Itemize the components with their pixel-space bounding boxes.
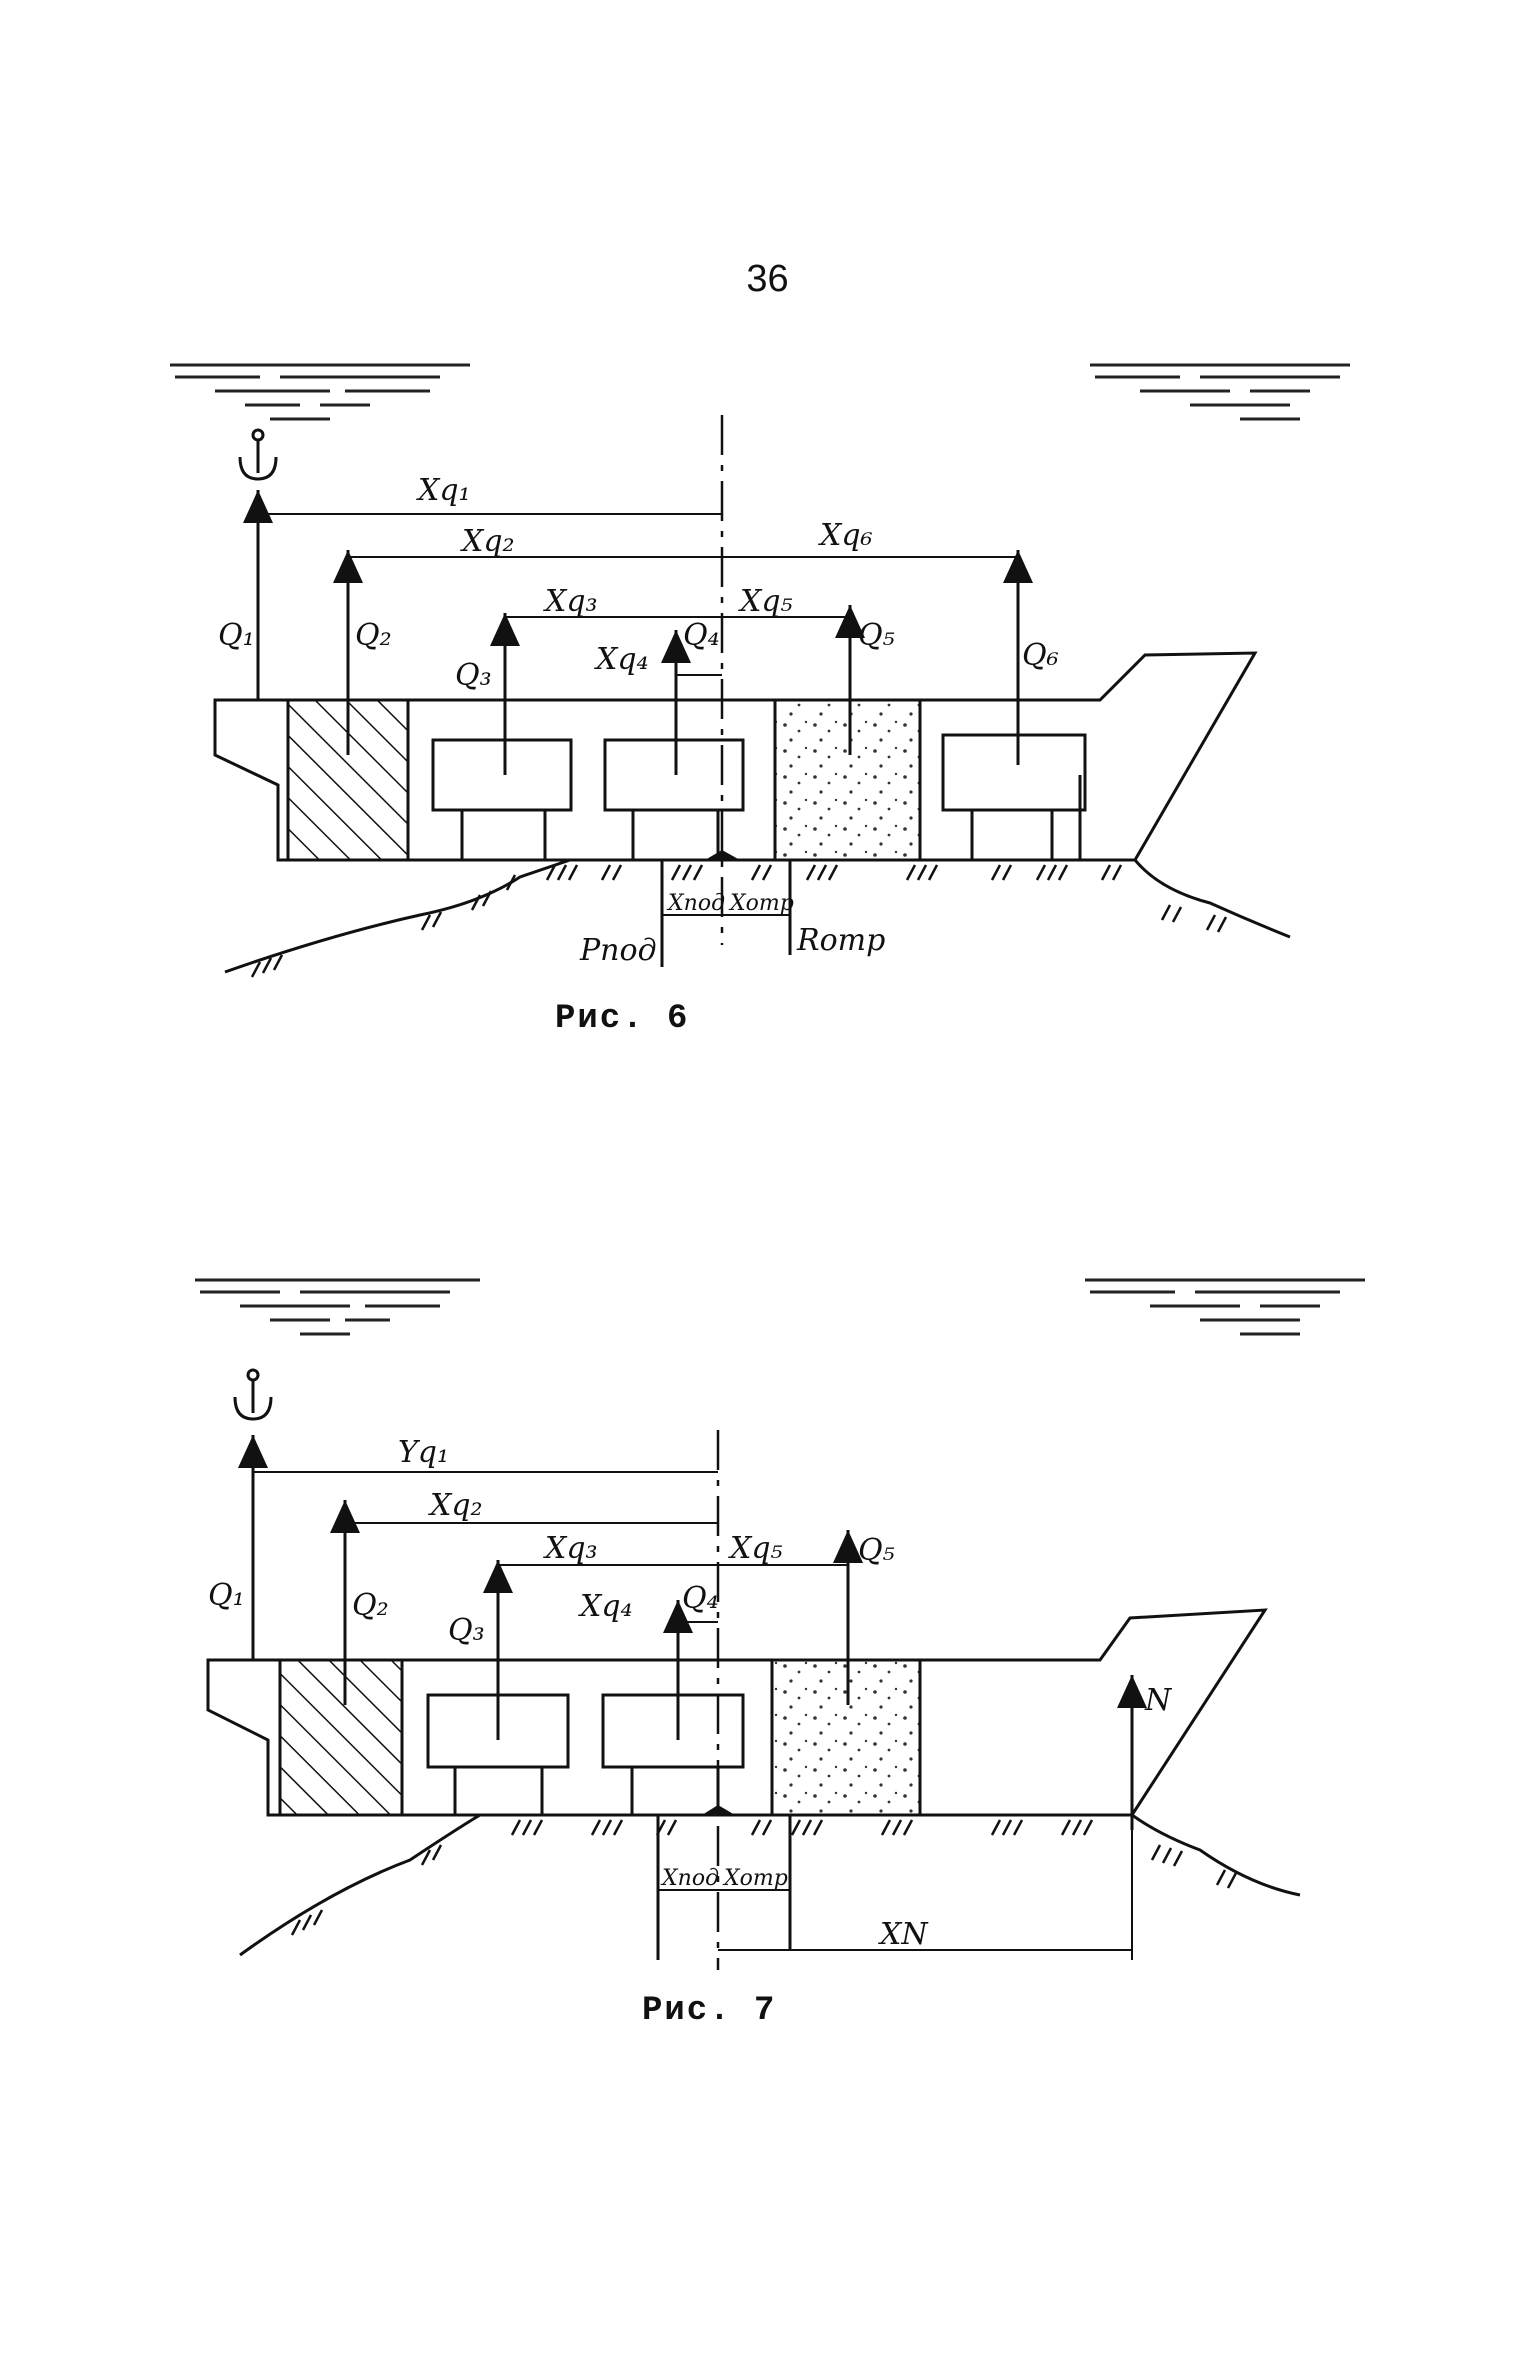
pivot-mark xyxy=(705,850,740,860)
figure-7-diagram: Yq₁ Xq₂ Xq₃ Xq₅ Xq₄ Q₁ Q₂ Q₃ Q₄ Q₅ N Xпо… xyxy=(195,1278,1365,1970)
seabed-hatching xyxy=(290,1819,1238,1936)
dimension-lines xyxy=(253,1471,1133,1960)
page-number: 36 xyxy=(746,258,789,300)
label-q5: Q₅ xyxy=(858,1533,895,1568)
water-surface xyxy=(195,1278,1365,1336)
ship-hull xyxy=(213,651,1258,862)
label-xq6: Xq₆ xyxy=(818,518,873,553)
figure-6-caption: Рис. 6 xyxy=(555,1000,690,1038)
figure-6-diagram: Xq₁ Xq₂ Xq₆ Xq₃ Xq₅ Xq₄ Q₁ Q₂ Q₃ Q₄ Q₅ Q… xyxy=(170,363,1350,978)
label-q1: Q₁ xyxy=(208,1578,245,1613)
anchor-icon xyxy=(238,428,278,481)
label-rotr: Rотр xyxy=(796,923,885,958)
cargo-box-q6 xyxy=(941,733,1087,860)
cargo-box-q4 xyxy=(603,738,745,860)
water-surface xyxy=(170,363,1350,421)
label-xn: XN xyxy=(878,1917,929,1952)
pivot-mark xyxy=(702,1805,735,1815)
dotted-compartment xyxy=(770,1658,922,1817)
label-xotr: Xотр xyxy=(722,1866,788,1891)
label-q2: Q₂ xyxy=(352,1588,389,1623)
seabed-hatching xyxy=(250,864,1228,978)
label-ppod: Pпод xyxy=(579,933,657,968)
label-q5: Q₅ xyxy=(858,618,895,653)
label-xq4: Xq₄ xyxy=(594,642,649,677)
figure-7-caption: Рис. 7 xyxy=(642,1992,777,2030)
label-n: N xyxy=(1144,1683,1173,1718)
label-xq5: Xq₅ xyxy=(738,584,793,619)
label-xq4: Xq₄ xyxy=(578,1589,633,1624)
cargo-box-q3 xyxy=(431,738,573,860)
label-q4: Q₄ xyxy=(682,1581,719,1616)
label-q6: Q₆ xyxy=(1022,638,1059,673)
dotted-compartment xyxy=(773,698,922,862)
label-xotr: Xотр xyxy=(728,891,794,916)
label-xq3: Xq₃ xyxy=(543,584,598,619)
label-xq1: Xq₁ xyxy=(416,473,471,508)
label-xpod: Xпод xyxy=(660,1866,719,1891)
label-xq2: Xq₂ xyxy=(460,524,515,559)
label-q3: Q₃ xyxy=(455,658,492,693)
label-q4: Q₄ xyxy=(683,618,720,653)
cargo-box-q4 xyxy=(601,1693,745,1815)
label-q1: Q₁ xyxy=(218,618,255,653)
hatched-compartment xyxy=(278,1658,404,1817)
label-q2: Q₂ xyxy=(355,618,392,653)
dimension-lines xyxy=(258,513,1018,676)
label-xq5: Xq₅ xyxy=(728,1531,783,1566)
label-xpod: Xпод xyxy=(666,891,725,916)
label-xq3: Xq₃ xyxy=(543,1531,598,1566)
anchor-icon xyxy=(233,1368,273,1421)
label-yq1: Yq₁ xyxy=(398,1435,449,1470)
label-q3: Q₃ xyxy=(448,1613,485,1648)
label-xq2: Xq₂ xyxy=(428,1488,483,1523)
